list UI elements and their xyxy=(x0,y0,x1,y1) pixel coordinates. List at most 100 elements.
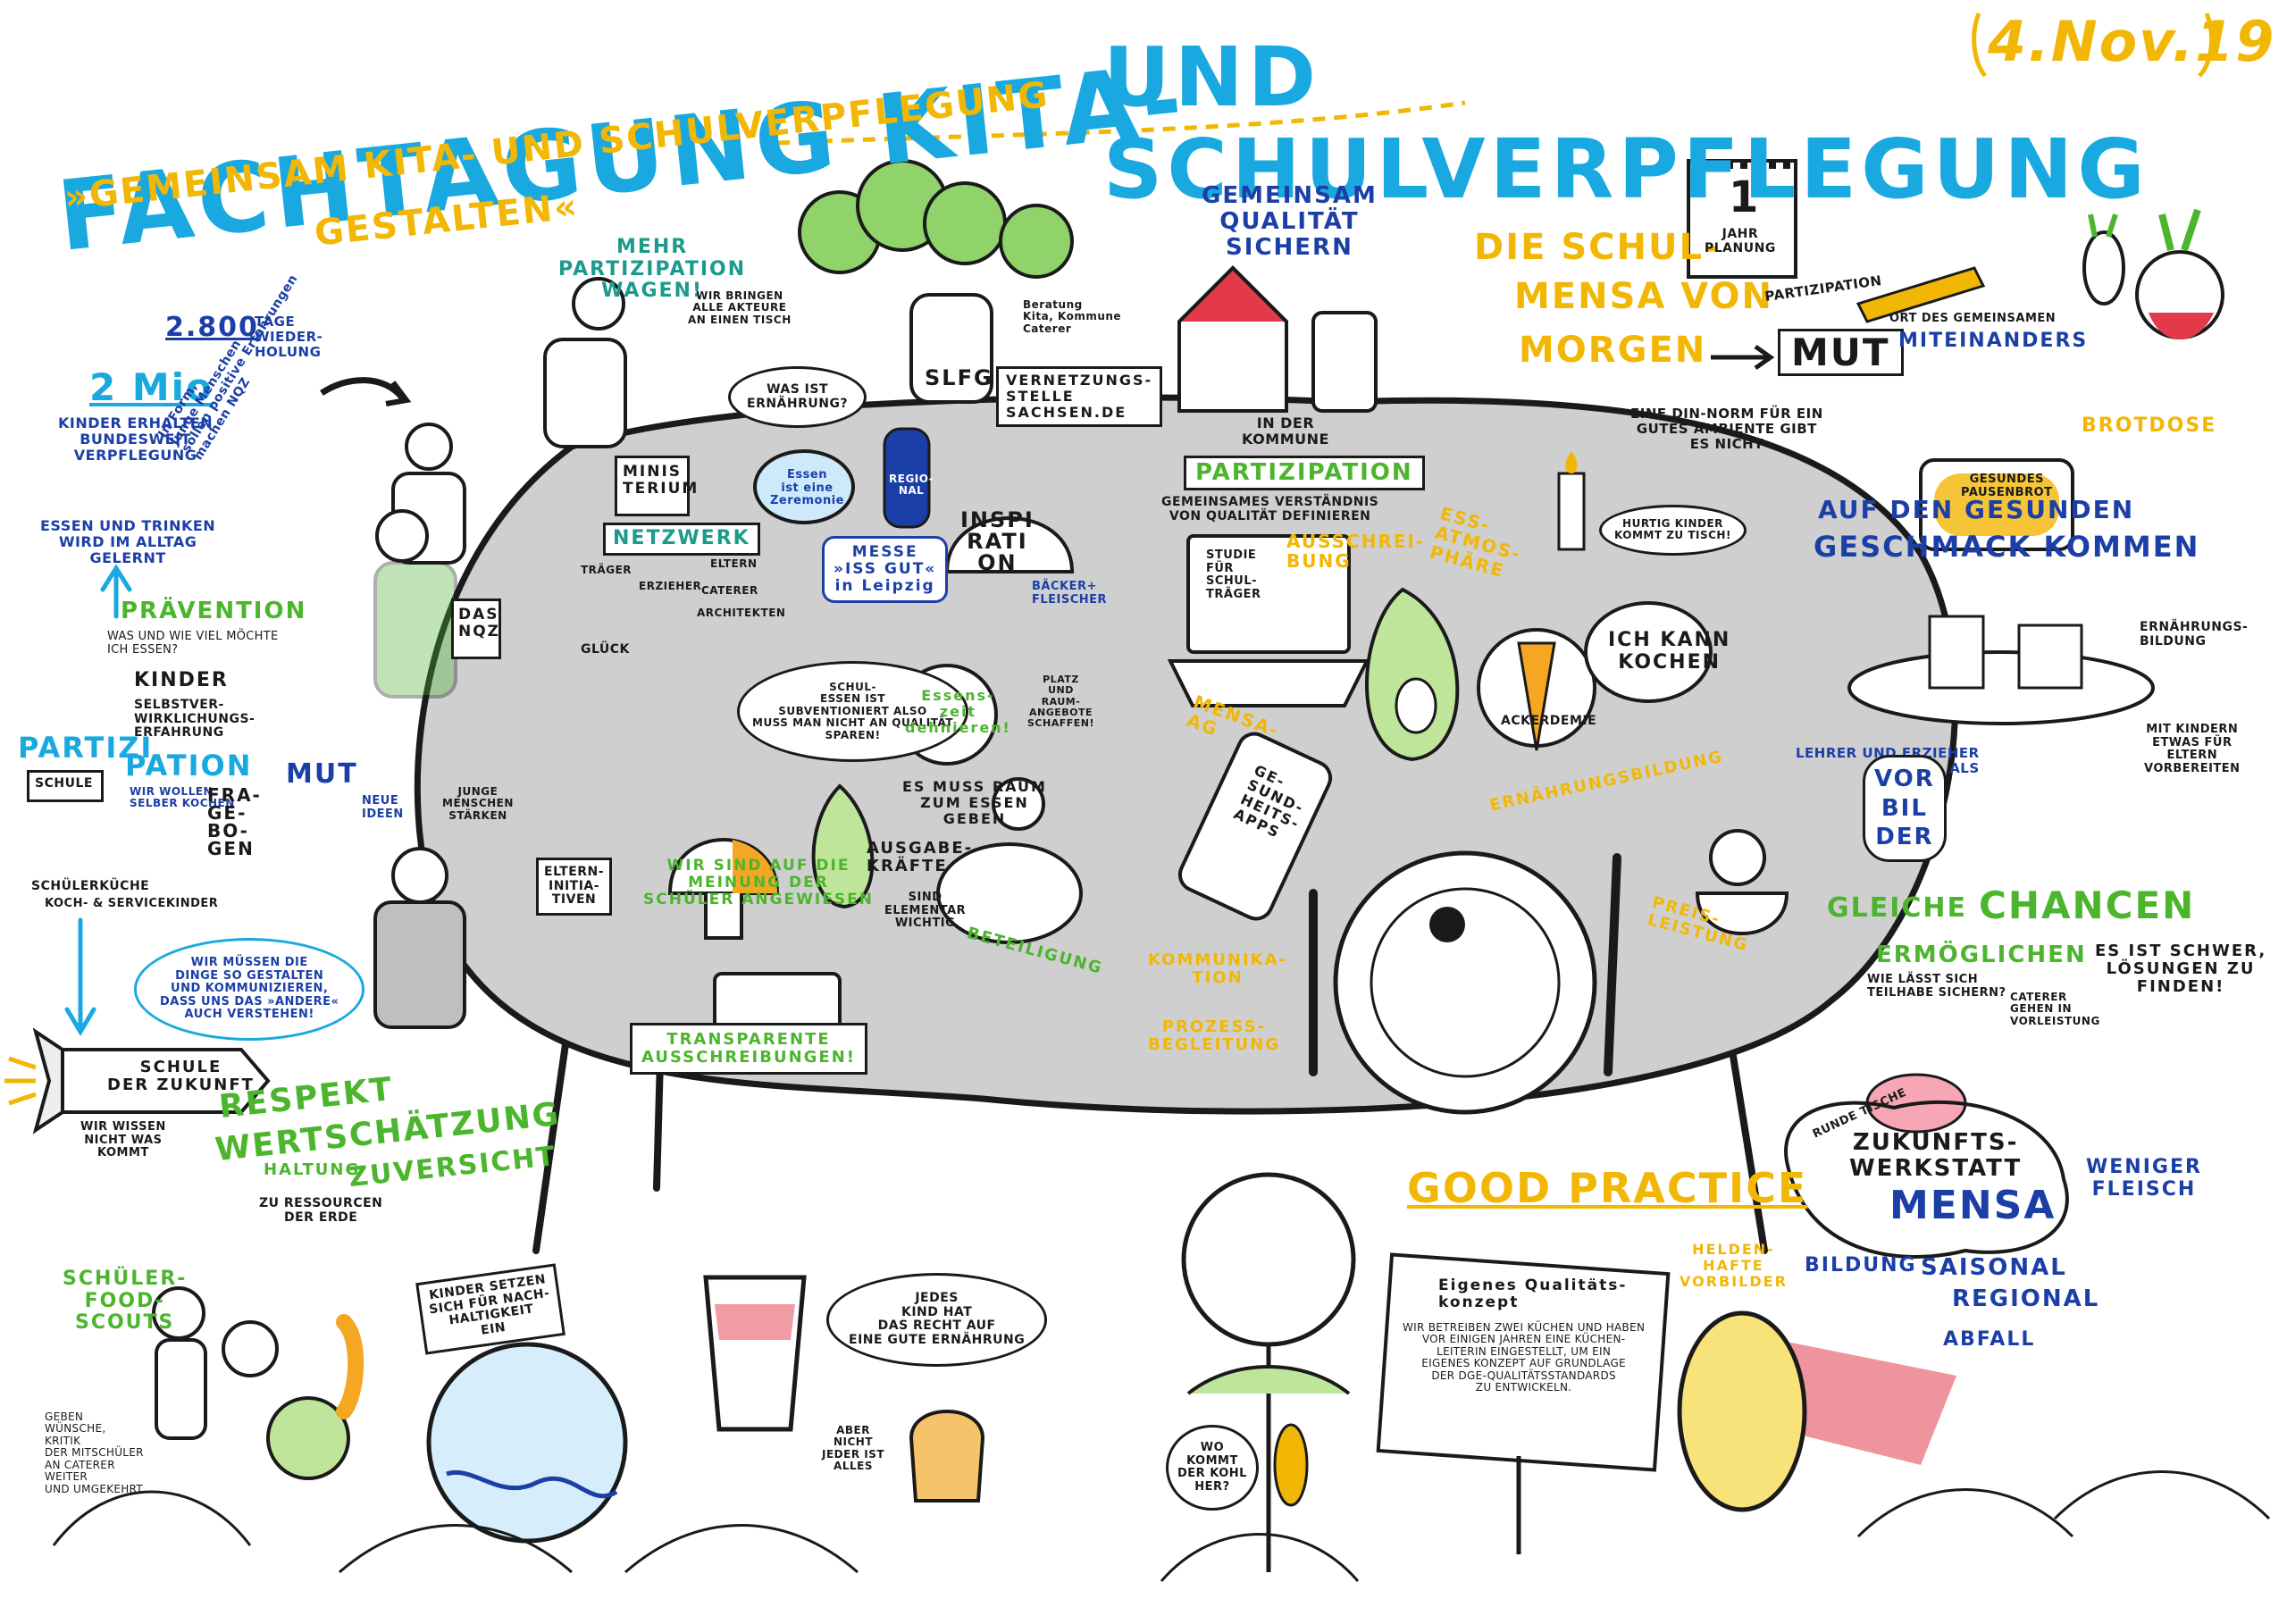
plate-icon xyxy=(1309,850,1621,1115)
recht-note: JEDES KIND HAT DAS RECHT AUF EINE GUTE E… xyxy=(826,1273,1048,1367)
transparente-label: TRANSPARENTE AUSSCHREIBUNGEN! xyxy=(630,1023,867,1076)
laptop-icon xyxy=(1167,534,1370,707)
ort-label: ORT DES GEMEINSAMEN xyxy=(1889,312,2057,325)
cloche-icon xyxy=(944,516,1075,573)
kinder-label: KINDER xyxy=(134,669,229,691)
elementar-label: SIND ELEMENTAR WICHTIG xyxy=(884,891,967,931)
ich-kann-kochen: ICH KANN KOCHEN xyxy=(1608,629,1731,674)
zukunftswerkstatt-label: ZUKUNFTS- WERKSTATT xyxy=(1849,1129,2023,1183)
schule-label: SCHULE xyxy=(35,776,93,791)
haltung-label: HALTUNG xyxy=(264,1160,361,1179)
akteure-note: WIR BRINGEN ALLE AKTEURE AN EINEN TISCH xyxy=(688,289,792,326)
ermoeglichen-label: ERMÖGLICHEN xyxy=(1876,942,2087,968)
days-label: TAGE WIEDER- HOLUNG xyxy=(255,314,323,360)
neue-ideen: NEUE IDEEN xyxy=(362,794,404,821)
regional-label: REGIO- NAL xyxy=(889,473,934,498)
toast-icon xyxy=(909,1410,985,1503)
netzwerk-item-traeger: TRÄGER xyxy=(581,564,632,576)
raum-essen: ES MUSS RAUM ZUM ESSEN GEBEN xyxy=(902,778,1047,827)
date-label: 4.Nov.19 xyxy=(1988,9,2276,74)
partizipation-right: PARTIZIPATION xyxy=(1184,456,1425,491)
hurtig-note: HURTIG KINDER KOMMT ZU TISCH! xyxy=(1599,505,1747,556)
apple-worm-icon xyxy=(266,1314,364,1480)
konzept-text: WIR BETREIBEN ZWEI KÜCHEN UND HABEN VOR … xyxy=(1403,1321,1646,1394)
netzwerk-item-erzieher: ERZIEHER xyxy=(639,580,702,592)
abfall-label: ABFALL xyxy=(1943,1328,2036,1351)
partizipation-wagen: MEHR PARTIZIPATION WAGEN! xyxy=(558,236,747,303)
pencil-icon xyxy=(1856,266,1986,323)
servicekinder-label: KOCH- & SERVICEKINDER xyxy=(45,897,219,910)
rocket-icon xyxy=(4,1027,271,1134)
kochen-note: WIR WOLLEN SELBER KOCHEN xyxy=(130,785,235,810)
pausenbrot-label: GESUNDES PAUSENBROT xyxy=(1961,473,2053,499)
inspiration-label: INSPI RATI ON xyxy=(960,507,1035,575)
weniger-fleisch-label: WENIGER FLEISCH xyxy=(2086,1156,2202,1201)
ressourcen-label: ZU RESSOURCEN DER ERDE xyxy=(259,1196,383,1225)
netzwerk-item-eltern: ELTERN xyxy=(710,557,758,570)
tray-icon xyxy=(1847,615,2155,725)
good-practice-label: GOOD PRACTICE xyxy=(1407,1164,1808,1212)
kohl-note: WO KOMMT DER KOHL HER? xyxy=(1166,1425,1259,1511)
days-number: 2.800 xyxy=(165,312,259,343)
vorbilder-label: VOR BIL DER xyxy=(1863,755,1947,862)
foodscouts-label: SCHÜLER- FOOD- SCOUTS xyxy=(63,1268,188,1335)
teapot-icon xyxy=(753,427,931,529)
ministerium-sign: MINIS TERIUM xyxy=(615,456,697,516)
pear-icon xyxy=(811,783,875,909)
glueck-label: GLÜCK xyxy=(581,642,630,657)
nqz-label: DAS NQZ xyxy=(458,606,501,641)
elterninitiativen-label: ELTERN- INITIA- TIVEN xyxy=(536,858,613,917)
ministerium-label: MINIS TERIUM xyxy=(623,463,700,498)
essen-zeremonie: Essen ist eine Zeremonie xyxy=(770,468,844,508)
schuelerkueche-label: SCHÜLERKÜCHE xyxy=(31,879,150,893)
ausschreibung-label: AUSSCHREI- BUNG xyxy=(1286,531,1426,573)
mut-right: MUT xyxy=(1778,329,1904,377)
miteinanders-label: MITEINANDERS xyxy=(1898,330,2089,352)
junge-menschen-label: JUNGE MENSCHEN STÄRKEN xyxy=(442,785,514,822)
fragebogen-label: FRA- GE- BO- GEN xyxy=(207,784,262,859)
schulessen-note: SCHUL- ESSEN IST SUBVENTIONIERT ALSO MUS… xyxy=(737,661,969,763)
cabbage-icon xyxy=(1181,1172,1356,1572)
praevention-label: PRÄVENTION xyxy=(121,598,307,624)
arrow-to-people xyxy=(320,377,405,400)
nqz-sign: DAS NQZ xyxy=(451,599,501,659)
bildung-label: BILDUNG xyxy=(1805,1254,1917,1277)
mushroom-icon xyxy=(667,838,780,940)
helden-label: HELDEN- HAFTE VORBILDER xyxy=(1680,1241,1788,1290)
mensa-label: MENSA xyxy=(1889,1183,2057,1228)
partizi-label: PARTIZI xyxy=(18,731,154,765)
vernetzung-label: VERNETZUNGS- STELLE SACHSEN.DE xyxy=(996,366,1163,427)
child-magnifier-icon xyxy=(152,1286,279,1440)
wuensche-note: GEBEN WÜNSCHE, KRITIK DER MITSCHÜLER AN … xyxy=(45,1411,144,1495)
schule-sign: SCHULE xyxy=(27,770,104,802)
verstaendnis-label: GEMEINSAMES VERSTÄNDNIS VON QUALITÄT DEF… xyxy=(1161,495,1379,523)
pation-label: PATION xyxy=(125,749,253,783)
schulmensa-line2: MENSA VON xyxy=(1514,276,1774,317)
mio-number: 2 Mio xyxy=(89,365,214,409)
geschmack-line1: AUF DEN GESUNDEN xyxy=(1818,495,2135,524)
main-title-right: UND SCHULVERPFLEGUNG xyxy=(1103,29,2149,218)
caterpillar-icon xyxy=(1273,1423,1309,1507)
konzept-title: Eigenes Qualitäts- konzept xyxy=(1438,1277,1628,1312)
carrot-icon xyxy=(1477,628,1596,751)
radish-icon xyxy=(2082,208,2224,339)
earth-icon xyxy=(426,1342,628,1544)
avocado-icon xyxy=(1365,587,1460,762)
bread-icon xyxy=(1919,458,2074,551)
schwer-label: ES IST SCHWER, LÖSUNGEN ZU FINDEN! xyxy=(2095,942,2267,997)
regional-right-label: REGIONAL xyxy=(1952,1285,2100,1312)
din-norm-note: EINE DIN-NORM FÜR EIN GUTES AMBIENTE GIB… xyxy=(1630,406,1823,452)
essenszeit-label: Essens- zeit dehnieren! xyxy=(905,687,1011,736)
caterer-note: CATERER GEHEN IN VORLEISTUNG xyxy=(2010,991,2100,1027)
brotdose-label: BROTDOSE xyxy=(2082,414,2217,437)
geschmack-line2: GESCHMACK KOMMEN xyxy=(1814,530,2200,564)
chancen-label: CHANCEN xyxy=(1979,883,2196,927)
schulmensa-line1: DIE SCHUL- xyxy=(1474,227,1721,268)
ern-bildung-label: ERNÄHRUNGS- BILDUNG xyxy=(2140,620,2249,649)
ausgabe-label: AUSGABE- KRÄFTE xyxy=(867,839,974,876)
house-icon xyxy=(1177,265,1378,413)
cup-icon xyxy=(703,1275,807,1432)
netzwerk-item-caterer: CATERER xyxy=(701,584,758,597)
ernaehrung-question: WAS IST ERNÄHRUNG? xyxy=(728,366,867,429)
